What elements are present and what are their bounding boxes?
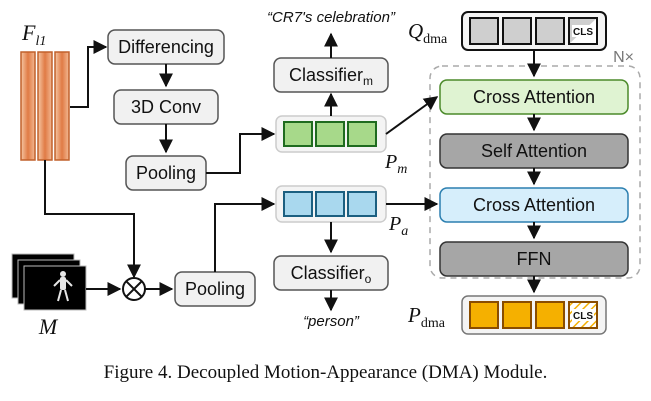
dma-diagram: Fl1 Differencing 3D Conv Pooling Pm xyxy=(11,9,641,339)
cross-attention-1-label: Cross Attention xyxy=(473,87,595,107)
pdma-cls-label: CLS xyxy=(573,311,593,322)
differencing-block: Differencing xyxy=(107,29,225,65)
m-label: M xyxy=(38,314,59,339)
conv3d-block: 3D Conv xyxy=(113,89,219,125)
qdma-tokens: CLS xyxy=(461,11,607,51)
ffn-block: FFN xyxy=(439,241,629,277)
fl1-label: Fl1 xyxy=(21,20,46,49)
pdma-label: Pdma xyxy=(407,303,446,331)
cross-attention-2-label: Cross Attention xyxy=(473,195,595,215)
ffn-label: FFN xyxy=(517,249,552,269)
arrow-fl1-to-multiply xyxy=(44,160,141,279)
pooling-appearance-label: Pooling xyxy=(185,279,245,299)
video-frames xyxy=(11,253,87,311)
arrow-pooling-to-pm xyxy=(206,127,276,174)
pdma-tokens: CLS xyxy=(461,295,607,335)
conv3d-label: 3D Conv xyxy=(131,97,201,117)
pm-label: Pm xyxy=(384,151,407,177)
pooling-motion-block: Pooling xyxy=(125,155,207,191)
classifier-m-label: Classifierm xyxy=(289,65,373,88)
self-attention-label: Self Attention xyxy=(481,141,587,161)
cross-attention-1-block: Cross Attention xyxy=(439,79,629,115)
multiply-icon xyxy=(122,277,146,301)
motion-output-text: “CR7's celebration” xyxy=(267,9,396,26)
person-silhouette-icon xyxy=(53,271,73,302)
fl1-feature-bars xyxy=(20,51,70,161)
classifier-o-block: Classifiero xyxy=(273,255,389,291)
pooling-appearance-block: Pooling xyxy=(174,271,256,307)
classifier-o-label: Classifiero xyxy=(291,263,372,286)
self-attention-block: Self Attention xyxy=(439,133,629,169)
repeat-label: N× xyxy=(613,49,634,66)
pooling-motion-label: Pooling xyxy=(136,163,196,183)
figure-caption: Figure 4. Decoupled Motion-Appearance (D… xyxy=(103,362,548,383)
arrow-fl1-to-differencing xyxy=(70,40,108,108)
pa-tokens xyxy=(275,185,387,223)
differencing-label: Differencing xyxy=(118,37,214,57)
pm-tokens xyxy=(275,115,387,153)
classifier-m-block: Classifierm xyxy=(273,57,389,93)
qdma-cls-label: CLS xyxy=(573,27,593,38)
arrow-pooling-to-pa xyxy=(214,197,276,272)
arrow-pm-to-cross1 xyxy=(385,96,439,135)
cross-attention-2-block: Cross Attention xyxy=(439,187,629,223)
appearance-output-text: “person” xyxy=(303,313,360,330)
pa-label: Pa xyxy=(388,213,408,239)
qdma-label: Qdma xyxy=(408,19,448,47)
